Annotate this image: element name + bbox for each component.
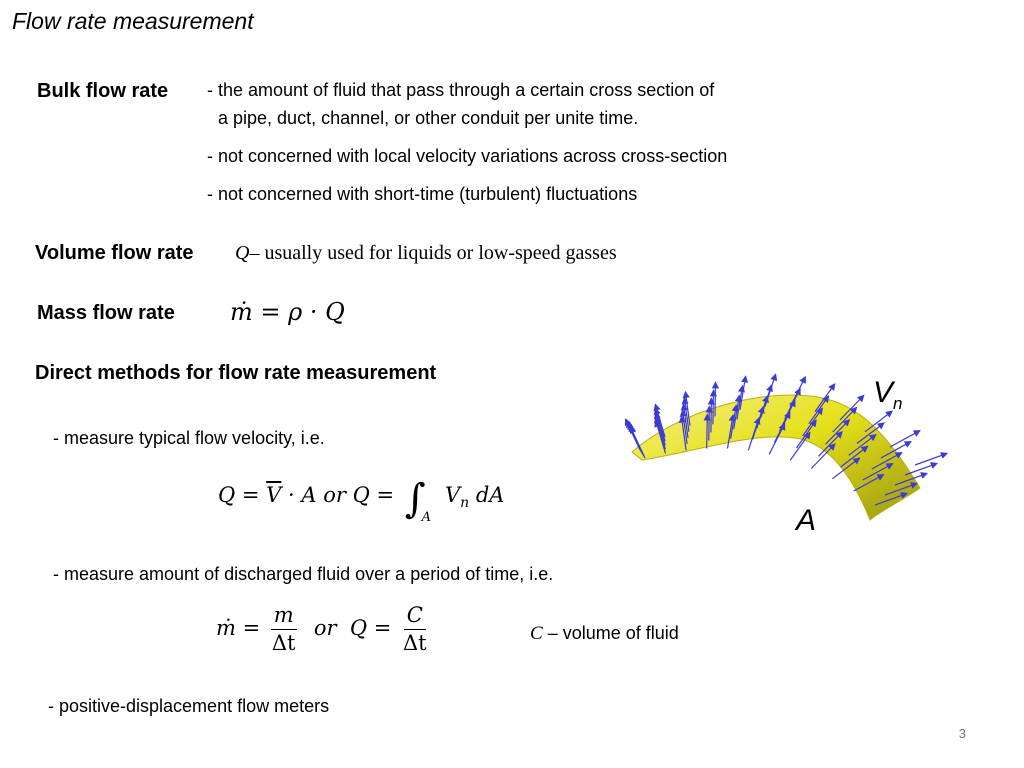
integral-sign: ∫ — [404, 476, 426, 522]
normal-arrow — [736, 384, 746, 420]
normal-arrow — [880, 441, 912, 459]
bulk-desc-line3: - not concerned with local velocity vari… — [207, 146, 728, 166]
slide-title: Flow rate measurement — [12, 8, 254, 34]
formula1-part1: Q = — [218, 483, 267, 507]
volume-symbol: Q — [235, 242, 250, 264]
normal-arrow — [894, 472, 929, 486]
volume-flow-label: Volume flow rate — [35, 242, 194, 264]
normal-arrow — [711, 381, 720, 417]
formula1-da: dA — [469, 483, 505, 507]
normal-arrow — [871, 452, 903, 470]
normal-arrow — [733, 394, 742, 430]
normal-arrow — [904, 462, 939, 476]
c-desc: – volume of fluid — [542, 623, 679, 643]
bulk-desc-line1: - the amount of fluid that pass through … — [207, 80, 715, 100]
fraction1-numerator: m — [270, 603, 297, 631]
normal-arrow — [832, 457, 861, 480]
normal-arrow — [874, 492, 909, 506]
page-number: 3 — [958, 726, 966, 741]
formula1-vn-sub: n — [460, 495, 470, 512]
normal-arrow — [848, 433, 877, 456]
volume-desc-text: – usually used for liquids or low-speed … — [249, 242, 617, 264]
normal-arrow — [862, 463, 894, 481]
normal-arrow — [709, 389, 717, 425]
normal-arrow — [853, 474, 885, 492]
mass-flow-formula: ṁ = ρ · Q — [230, 298, 345, 326]
normal-arrow — [840, 445, 869, 468]
normal-arrow — [889, 430, 921, 448]
normal-arrow — [789, 431, 811, 461]
normal-arrow — [629, 426, 646, 459]
surface-normal-velocity-figure — [624, 373, 949, 521]
c-symbol: C — [530, 623, 543, 644]
normal-arrow — [705, 405, 713, 441]
normal-arrow — [884, 482, 919, 496]
fraction2-numerator: C — [403, 603, 426, 631]
normal-arrow — [726, 413, 736, 449]
velocity-formula: Q = V · A or Q = ∫AVn dA — [218, 476, 505, 526]
direct-item-velocity: - measure typical flow velocity, i.e. — [53, 428, 325, 448]
bulk-desc-line2: a pipe, duct, channel, or other conduit … — [218, 108, 639, 128]
volume-flow-desc: Q– usually used for liquids or low-speed… — [235, 242, 617, 265]
direct-item-discharge: - measure amount of discharged fluid ove… — [53, 564, 554, 584]
vn-symbol: V — [873, 376, 894, 409]
normal-arrow — [810, 443, 836, 469]
c-definition: C – volume of fluid — [530, 623, 679, 645]
formula1-vbar: V — [266, 483, 282, 507]
normal-arrow — [678, 415, 687, 451]
bulk-desc-line4: - not concerned with short-time (turbule… — [207, 184, 638, 204]
normal-arrow — [768, 422, 786, 455]
normal-arrow — [914, 452, 949, 466]
formula1-part2: · A or Q = — [281, 483, 401, 507]
fraction2-denominator: Δt — [403, 631, 427, 656]
direct-methods-heading: Direct methods for flow rate measurement — [35, 362, 437, 384]
normal-arrow — [730, 404, 739, 439]
mass-flow-label: Mass flow rate — [37, 302, 175, 324]
normal-arrow — [703, 413, 711, 449]
vn-label: Vn — [873, 376, 902, 414]
formula2-or: or Q = — [300, 616, 399, 641]
bulk-flow-label: Bulk flow rate — [37, 80, 169, 102]
normal-arrow — [654, 419, 667, 454]
formula1-vn: V — [444, 483, 461, 507]
direct-item-pd-meters: - positive-displacement flow meters — [48, 696, 330, 716]
fraction1-denominator: Δt — [271, 631, 296, 656]
area-label-a: A — [796, 504, 817, 537]
normal-arrow — [864, 410, 894, 433]
normal-arrow — [856, 422, 885, 444]
normal-arrow — [739, 375, 749, 410]
integral-subscript: A — [421, 510, 431, 526]
normal-arrow — [707, 397, 715, 433]
vn-subscript: n — [893, 394, 903, 413]
normal-vector-arrows — [624, 373, 949, 506]
formula2-mdot: ṁ = — [216, 616, 267, 641]
normal-arrow — [747, 416, 761, 451]
